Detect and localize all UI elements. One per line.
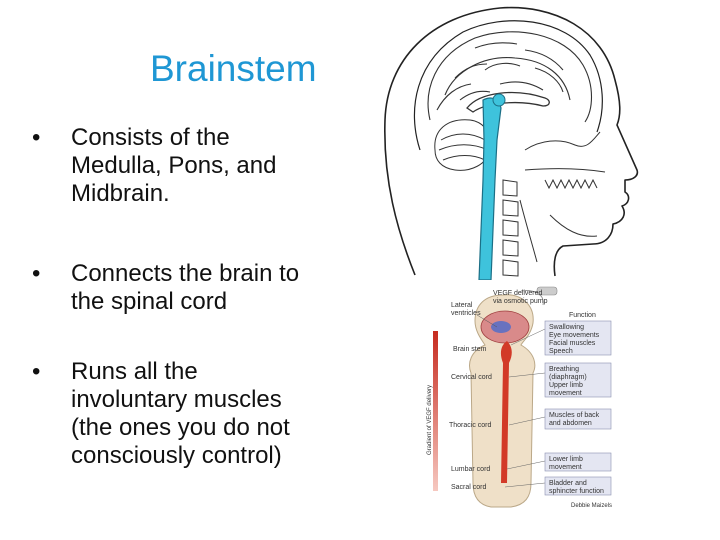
bullet-line: (the ones you do not — [71, 414, 290, 441]
pump-label-line1: VEGF delivered — [493, 290, 543, 297]
function-header: Function — [569, 312, 596, 319]
brainstem-highlight — [478, 97, 502, 280]
function-text: Lower limb — [549, 456, 583, 463]
bullet-involuntary: • Runs all the involuntary muscles (the … — [30, 358, 290, 470]
bullet-line: involuntary muscles — [71, 386, 282, 413]
gradient-bar — [433, 331, 438, 491]
bullet-brainstem-parts: • Consists of the Medulla, Pons, and Mid… — [30, 124, 276, 208]
gradient-label: Gradient of VEGF delivery — [427, 385, 433, 455]
bullet-marker: • — [32, 124, 41, 151]
label-thoracic: Thoracic cord — [449, 422, 492, 429]
pump-label-line2: via osmotic pump — [493, 298, 548, 305]
function-box-brain-stem — [544, 320, 612, 356]
function-text: Upper limb — [549, 382, 583, 389]
function-box-cervical — [544, 362, 612, 398]
slide-title: Brainstem — [150, 48, 317, 89]
function-text: and abdomen — [549, 420, 592, 427]
function-box-thoracic — [544, 408, 612, 430]
bullet-line: the spinal cord — [71, 288, 228, 315]
bullet-line: Connects the brain to — [71, 260, 300, 287]
function-text: Eye movements — [549, 332, 600, 339]
bullet-line: Consists of the — [71, 124, 230, 151]
label-brain-stem: Brain stem — [453, 346, 487, 353]
brain-sagittal-figure — [384, 6, 639, 280]
label-cervical: Cervical cord — [451, 374, 492, 381]
bullet-connects: • Connects the brain to the spinal cord — [30, 260, 299, 316]
function-text: (diaphragm) — [549, 374, 587, 381]
function-text: Bladder and — [549, 480, 587, 487]
spinal-function-diagram: Gradient of VEGF delivery VEGF delivered… — [427, 286, 612, 509]
spinal-cord-shape — [500, 341, 512, 483]
function-box-lumbar — [544, 452, 612, 472]
function-text: movement — [549, 390, 582, 397]
bullet-line: consciously control) — [71, 442, 282, 469]
function-text: Facial muscles — [549, 340, 596, 347]
function-box-sacral — [544, 476, 612, 496]
bullet-marker: • — [32, 260, 41, 287]
bullet-line: Midbrain. — [71, 180, 170, 207]
function-text: Speech — [549, 348, 573, 355]
function-text: sphincter function — [549, 488, 604, 495]
body-silhouette — [469, 294, 536, 508]
function-text: Swallowing — [549, 324, 584, 331]
label-lateral-line2: ventricles — [451, 310, 481, 317]
bullet-line: Medulla, Pons, and — [71, 152, 277, 179]
function-text: Muscles of back — [549, 412, 600, 419]
bullet-line: Runs all the — [71, 358, 198, 385]
label-lumbar: Lumbar cord — [451, 466, 490, 473]
ventricles-shape — [491, 321, 511, 333]
function-text: movement — [549, 464, 582, 471]
illustrator-credit: Debbie Maizels — [571, 503, 612, 509]
bullet-marker: • — [32, 358, 41, 385]
function-text: Breathing — [549, 366, 579, 373]
label-lateral-line1: Lateral — [451, 302, 473, 309]
label-sacral: Sacral cord — [451, 484, 487, 491]
